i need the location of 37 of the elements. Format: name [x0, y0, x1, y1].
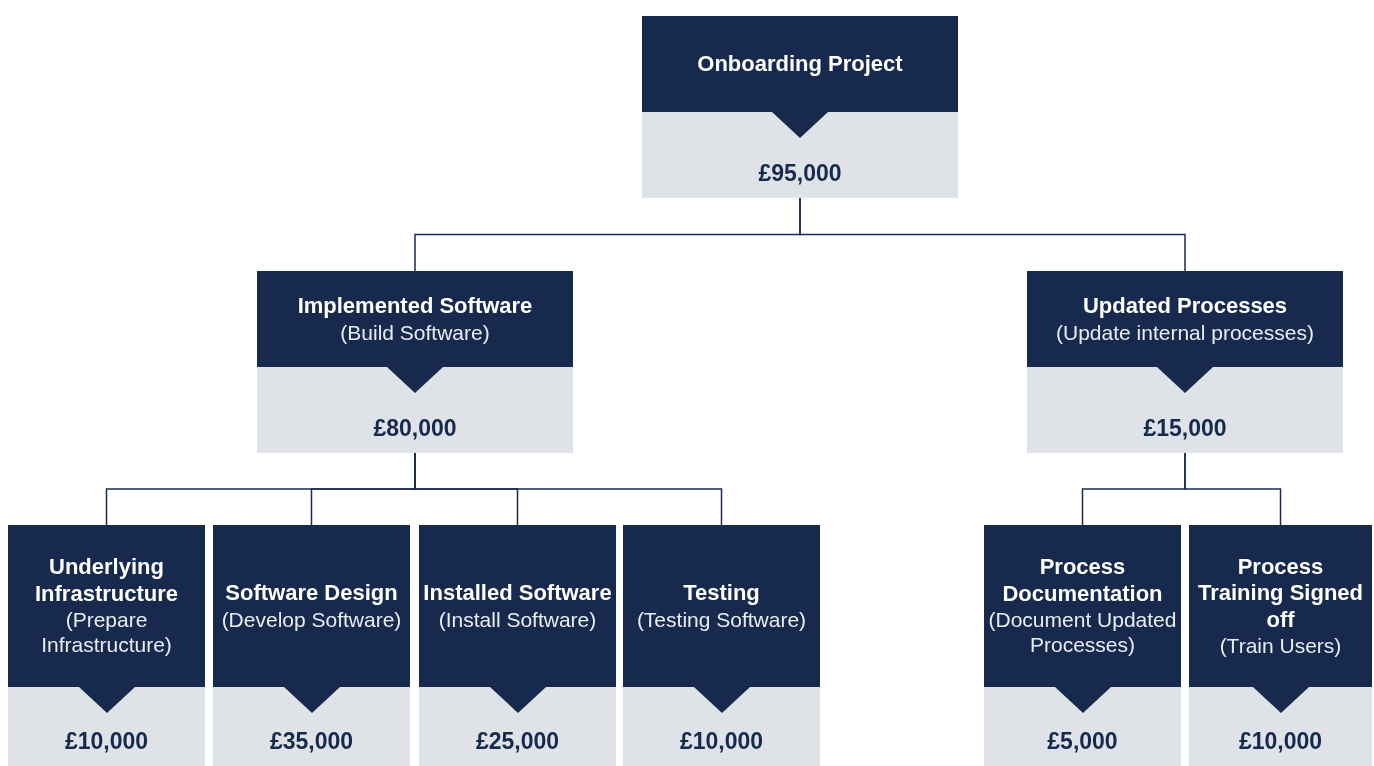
wbs-card — [984, 525, 1181, 766]
connector-line — [799, 197, 1186, 272]
title-text: Updated Processes — [1082, 293, 1288, 320]
wbs-card — [213, 525, 410, 766]
cost-text: £10,000 — [1238, 726, 1323, 756]
wbs-card — [1189, 525, 1372, 766]
cost-text: £15,000 — [1143, 413, 1227, 443]
subtitle-text: (Train Users) — [1219, 633, 1342, 659]
title-text: Underlying Infrastructure — [33, 554, 179, 608]
wbs-card — [623, 525, 820, 766]
subtitle-text: (Document Updated Processes) — [988, 607, 1177, 658]
subtitle-text: (Install Software) — [438, 606, 597, 632]
title-text: Process Documentation — [1001, 554, 1164, 608]
title-text: Testing — [683, 580, 760, 607]
wbs-card — [1027, 271, 1343, 453]
title-text: Onboarding Project — [697, 50, 903, 78]
subtitle-text: (Update internal processes) — [1056, 319, 1314, 345]
wbs-card — [642, 16, 958, 198]
connector-line — [1184, 452, 1282, 526]
title-text: Software Design — [225, 580, 398, 607]
cost-text: £10,000 — [64, 726, 149, 756]
cost-text: £95,000 — [758, 158, 842, 188]
cost-text: £80,000 — [373, 413, 457, 443]
wbs-card — [257, 271, 573, 453]
wbs-card — [8, 525, 205, 766]
wbs-card — [419, 525, 616, 766]
cost-text: £35,000 — [269, 726, 354, 756]
subtitle-text: (Build Software) — [340, 319, 490, 345]
cost-text: £10,000 — [679, 726, 764, 756]
title-text: Implemented Software — [297, 293, 533, 320]
subtitle-text: (Testing Software) — [636, 606, 807, 632]
cost-text: £5,000 — [1047, 726, 1118, 756]
subtitle-text: (Develop Software) — [221, 606, 402, 632]
title-text: Installed Software — [423, 580, 612, 607]
cost-text: £25,000 — [475, 726, 560, 756]
title-text: Process Training Signed off — [1197, 553, 1364, 633]
subtitle-text: (Prepare Infrastructure) — [40, 607, 173, 658]
